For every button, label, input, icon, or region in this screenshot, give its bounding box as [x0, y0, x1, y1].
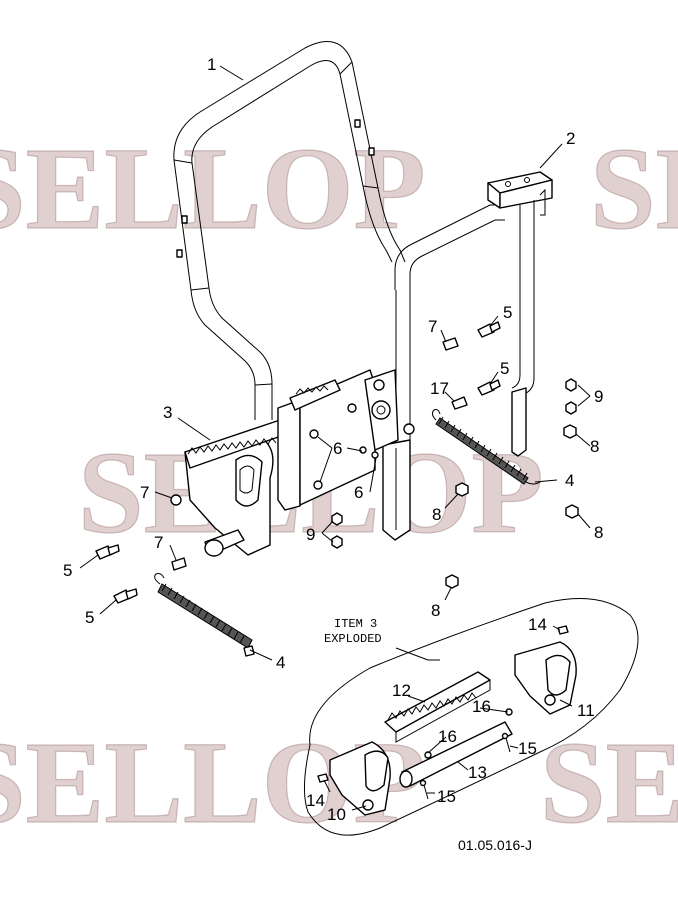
- spring-right: [431, 409, 541, 485]
- callout-label: 8: [594, 523, 603, 542]
- callout-label: 15: [437, 787, 456, 806]
- callout-label: 10: [327, 805, 346, 824]
- callout-label: 5: [85, 608, 94, 627]
- callout-labels: 1 2 3 4 4 5 5 5 5 6 6 7 7 7 8 8 8 8 9 9 …: [63, 55, 603, 824]
- callout-label: 7: [140, 483, 149, 502]
- callout-label: 16: [472, 697, 491, 716]
- roll-bar: [173, 41, 406, 420]
- callout-label: 13: [468, 763, 487, 782]
- callout-label: 14: [306, 791, 325, 810]
- callout-label: 9: [594, 387, 603, 406]
- leader-lines: [79, 65, 591, 811]
- callout-label: 1: [207, 55, 216, 74]
- callout-label: 9: [306, 525, 315, 544]
- callout-label: 17: [430, 379, 449, 398]
- callout-label: 6: [354, 483, 363, 502]
- callout-label: 8: [431, 601, 440, 620]
- exploded-view: [303, 598, 639, 836]
- reference-code: 01.05.016-J: [458, 837, 532, 853]
- hardware: [95, 321, 579, 604]
- watermark-text: SELLOP: [590, 123, 678, 254]
- callout-label: 12: [392, 681, 411, 700]
- callout-label: 6: [333, 439, 342, 458]
- callout-label: 5: [503, 303, 512, 322]
- exploded-label-line1: ITEM 3: [334, 617, 377, 631]
- callout-label: 4: [276, 653, 285, 672]
- callout-label: 16: [438, 727, 457, 746]
- pedal-mechanism: [184, 369, 415, 557]
- callout-label: 8: [432, 505, 441, 524]
- seat-frame: [382, 171, 553, 541]
- watermark-text: SELLOP: [540, 717, 678, 848]
- spring-left: [154, 573, 255, 657]
- callout-label: 5: [63, 561, 72, 580]
- callout-label: 8: [590, 437, 599, 456]
- callout-label: 14: [528, 615, 547, 634]
- watermark-text: SELLOP: [0, 123, 426, 254]
- callout-label: 7: [154, 533, 163, 552]
- callout-label: 5: [500, 359, 509, 378]
- exploded-label-line2: EXPLODED: [324, 632, 382, 646]
- callout-label: 11: [577, 701, 595, 720]
- callout-label: 3: [163, 403, 172, 422]
- callout-label: 2: [566, 129, 575, 148]
- callout-label: 15: [518, 739, 537, 758]
- callout-label: 4: [565, 471, 574, 490]
- callout-label: 7: [428, 317, 437, 336]
